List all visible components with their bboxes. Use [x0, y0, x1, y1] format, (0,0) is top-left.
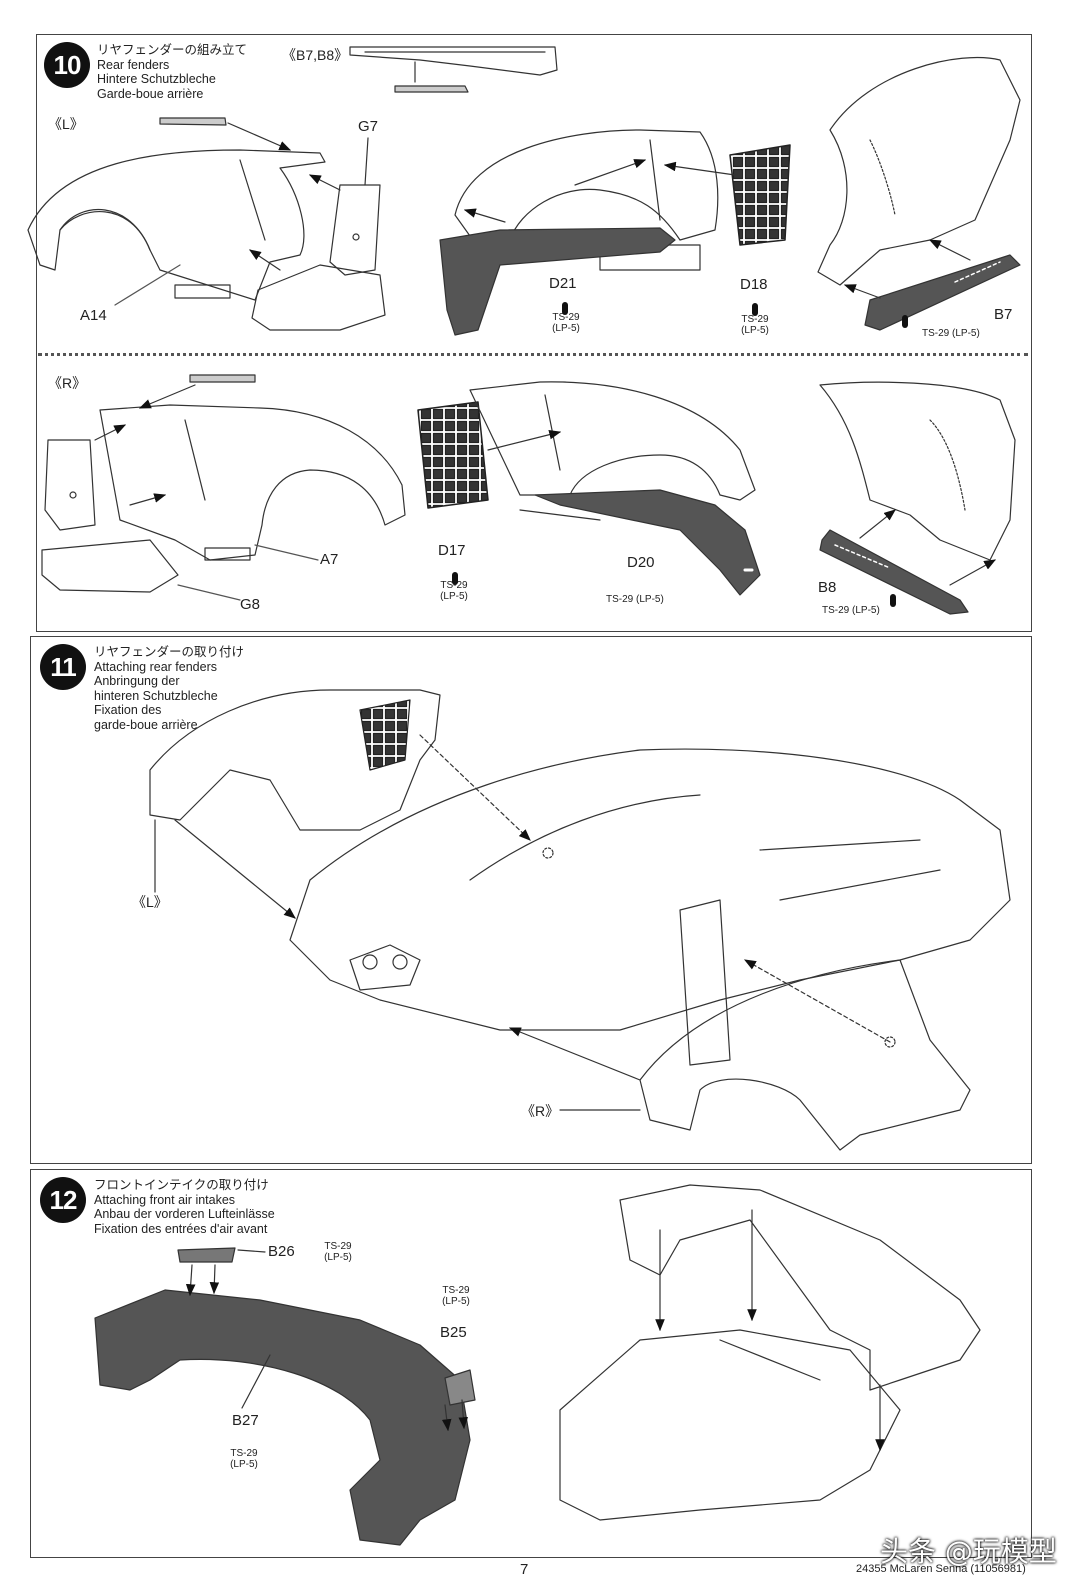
- step-10-titles: リヤフェンダーの組み立て Rear fenders Hintere Schutz…: [97, 43, 247, 101]
- part-label-b26: B26: [268, 1243, 295, 1260]
- car-body-drawing: [149, 689, 1011, 1151]
- step-11-panel: [30, 636, 1032, 1164]
- paint-b25-code: TS-29: [442, 1285, 470, 1296]
- paint-b8: TS-29 (LP-5): [822, 605, 880, 616]
- step-11-right-tag: 《R》: [521, 1103, 560, 1119]
- paint-d17: TS-29 (LP-5): [434, 580, 474, 602]
- paint-d18: TS-29 (LP-5): [735, 314, 775, 336]
- paint-d21-lp: (LP-5): [552, 323, 580, 334]
- step-10-title-de: Hintere Schutzbleche: [97, 72, 216, 86]
- step-10-title-fr: Garde-boue arrière: [97, 86, 204, 101]
- step-10-panel: [36, 34, 1032, 632]
- paint-d18-lp: (LP-5): [741, 325, 769, 336]
- part-label-b8: B8: [818, 579, 837, 596]
- step-12-title-jp: フロントインテイクの取り付け: [94, 1178, 269, 1192]
- right-side-tag: 《R》: [48, 375, 87, 391]
- front-chassis-drawing: [559, 1184, 981, 1521]
- left-side-tag: 《L》: [48, 116, 84, 132]
- parts-reference: 《B7,B8》: [282, 47, 349, 63]
- fender-b7-drawing: [817, 57, 1021, 331]
- paint-d17-lp: (LP-5): [440, 591, 468, 602]
- fender-a7-drawing: [99, 374, 406, 561]
- step-11-left-tag: 《L》: [132, 894, 168, 910]
- fender-d17-d20-drawing: [417, 381, 896, 607]
- part-label-b25: B25: [440, 1324, 467, 1341]
- step-10-title-en: Rear fenders: [97, 57, 170, 72]
- step-11-title-fr1: Fixation des: [94, 703, 162, 717]
- watermark: 头条 @玩模型: [880, 1535, 1057, 1568]
- paint-d21: TS-29 (LP-5): [546, 312, 586, 334]
- part-label-d17: D17: [438, 542, 466, 559]
- step-11-title-de1: Anbringung der: [94, 674, 180, 688]
- paint-b25-lp: (LP-5): [442, 1296, 470, 1307]
- front-intake-b27-drawing: [94, 1247, 476, 1546]
- part-g7-drawing: [308, 137, 381, 276]
- paint-b27: TS-29 (LP-5): [224, 1448, 264, 1470]
- step-11-title-en: Attaching rear fenders: [94, 659, 217, 674]
- step-11-titles: リヤフェンダーの取り付け Attaching rear fenders Anbr…: [94, 645, 244, 732]
- paint-d20: TS-29 (LP-5): [606, 594, 664, 605]
- step-12-number: 12: [40, 1177, 86, 1223]
- step-12-title-fr: Fixation des entrées d'air avant: [94, 1221, 268, 1236]
- part-label-a7: A7: [320, 551, 339, 568]
- step-11-title-jp: リヤフェンダーの取り付け: [94, 645, 245, 659]
- paint-b7: TS-29 (LP-5): [922, 328, 980, 339]
- paint-d17-code: TS-29: [440, 580, 468, 591]
- paint-b26-code: TS-29: [324, 1241, 352, 1252]
- step-11-title-de2: hinteren Schutzbleche: [94, 688, 218, 703]
- part-label-a14: A14: [80, 307, 107, 324]
- step-12-title-de: Anbau der vorderen Lufteinlässe: [94, 1207, 275, 1221]
- part-label-d21: D21: [549, 275, 577, 292]
- step-11-number: 11: [40, 644, 86, 690]
- part-label-d18: D18: [740, 276, 768, 293]
- paint-b25: TS-29 (LP-5): [436, 1285, 476, 1307]
- paint-d18-code: TS-29: [741, 314, 769, 325]
- step-12-title-en: Attaching front air intakes: [94, 1192, 236, 1207]
- step-10-divider: [38, 353, 1028, 356]
- fender-b8-drawing: [819, 381, 1016, 615]
- part-label-b7: B7: [994, 306, 1013, 323]
- part-g8-drawing: [41, 424, 179, 593]
- fender-a14-drawing: [27, 117, 326, 301]
- step-10-title-jp: リヤフェンダーの組み立て: [97, 43, 248, 57]
- part-label-g8: G8: [240, 596, 261, 613]
- step-12-titles: フロントインテイクの取り付け Attaching front air intak…: [94, 1178, 275, 1236]
- paint-b27-lp: (LP-5): [230, 1459, 258, 1470]
- part-label-g7: G7: [358, 118, 379, 135]
- paint-b26: TS-29 (LP-5): [318, 1241, 358, 1263]
- paint-b26-lp: (LP-5): [324, 1252, 352, 1263]
- part-label-b27: B27: [232, 1412, 259, 1429]
- part-label-d20: D20: [627, 554, 655, 571]
- g-lower-drawing: [249, 249, 386, 331]
- fender-d21-d18-drawing: [439, 129, 791, 336]
- product-code: 24355 McLaren Senna (11056981): [856, 1563, 1026, 1575]
- paint-b27-code: TS-29: [230, 1448, 258, 1459]
- page-number: 7: [520, 1561, 529, 1578]
- step-10-number: 10: [44, 42, 90, 88]
- paint-d21-code: TS-29: [552, 312, 580, 323]
- b7-b8-sprue-icon: [349, 46, 558, 93]
- step-11-title-fr2: garde-boue arrière: [94, 717, 198, 732]
